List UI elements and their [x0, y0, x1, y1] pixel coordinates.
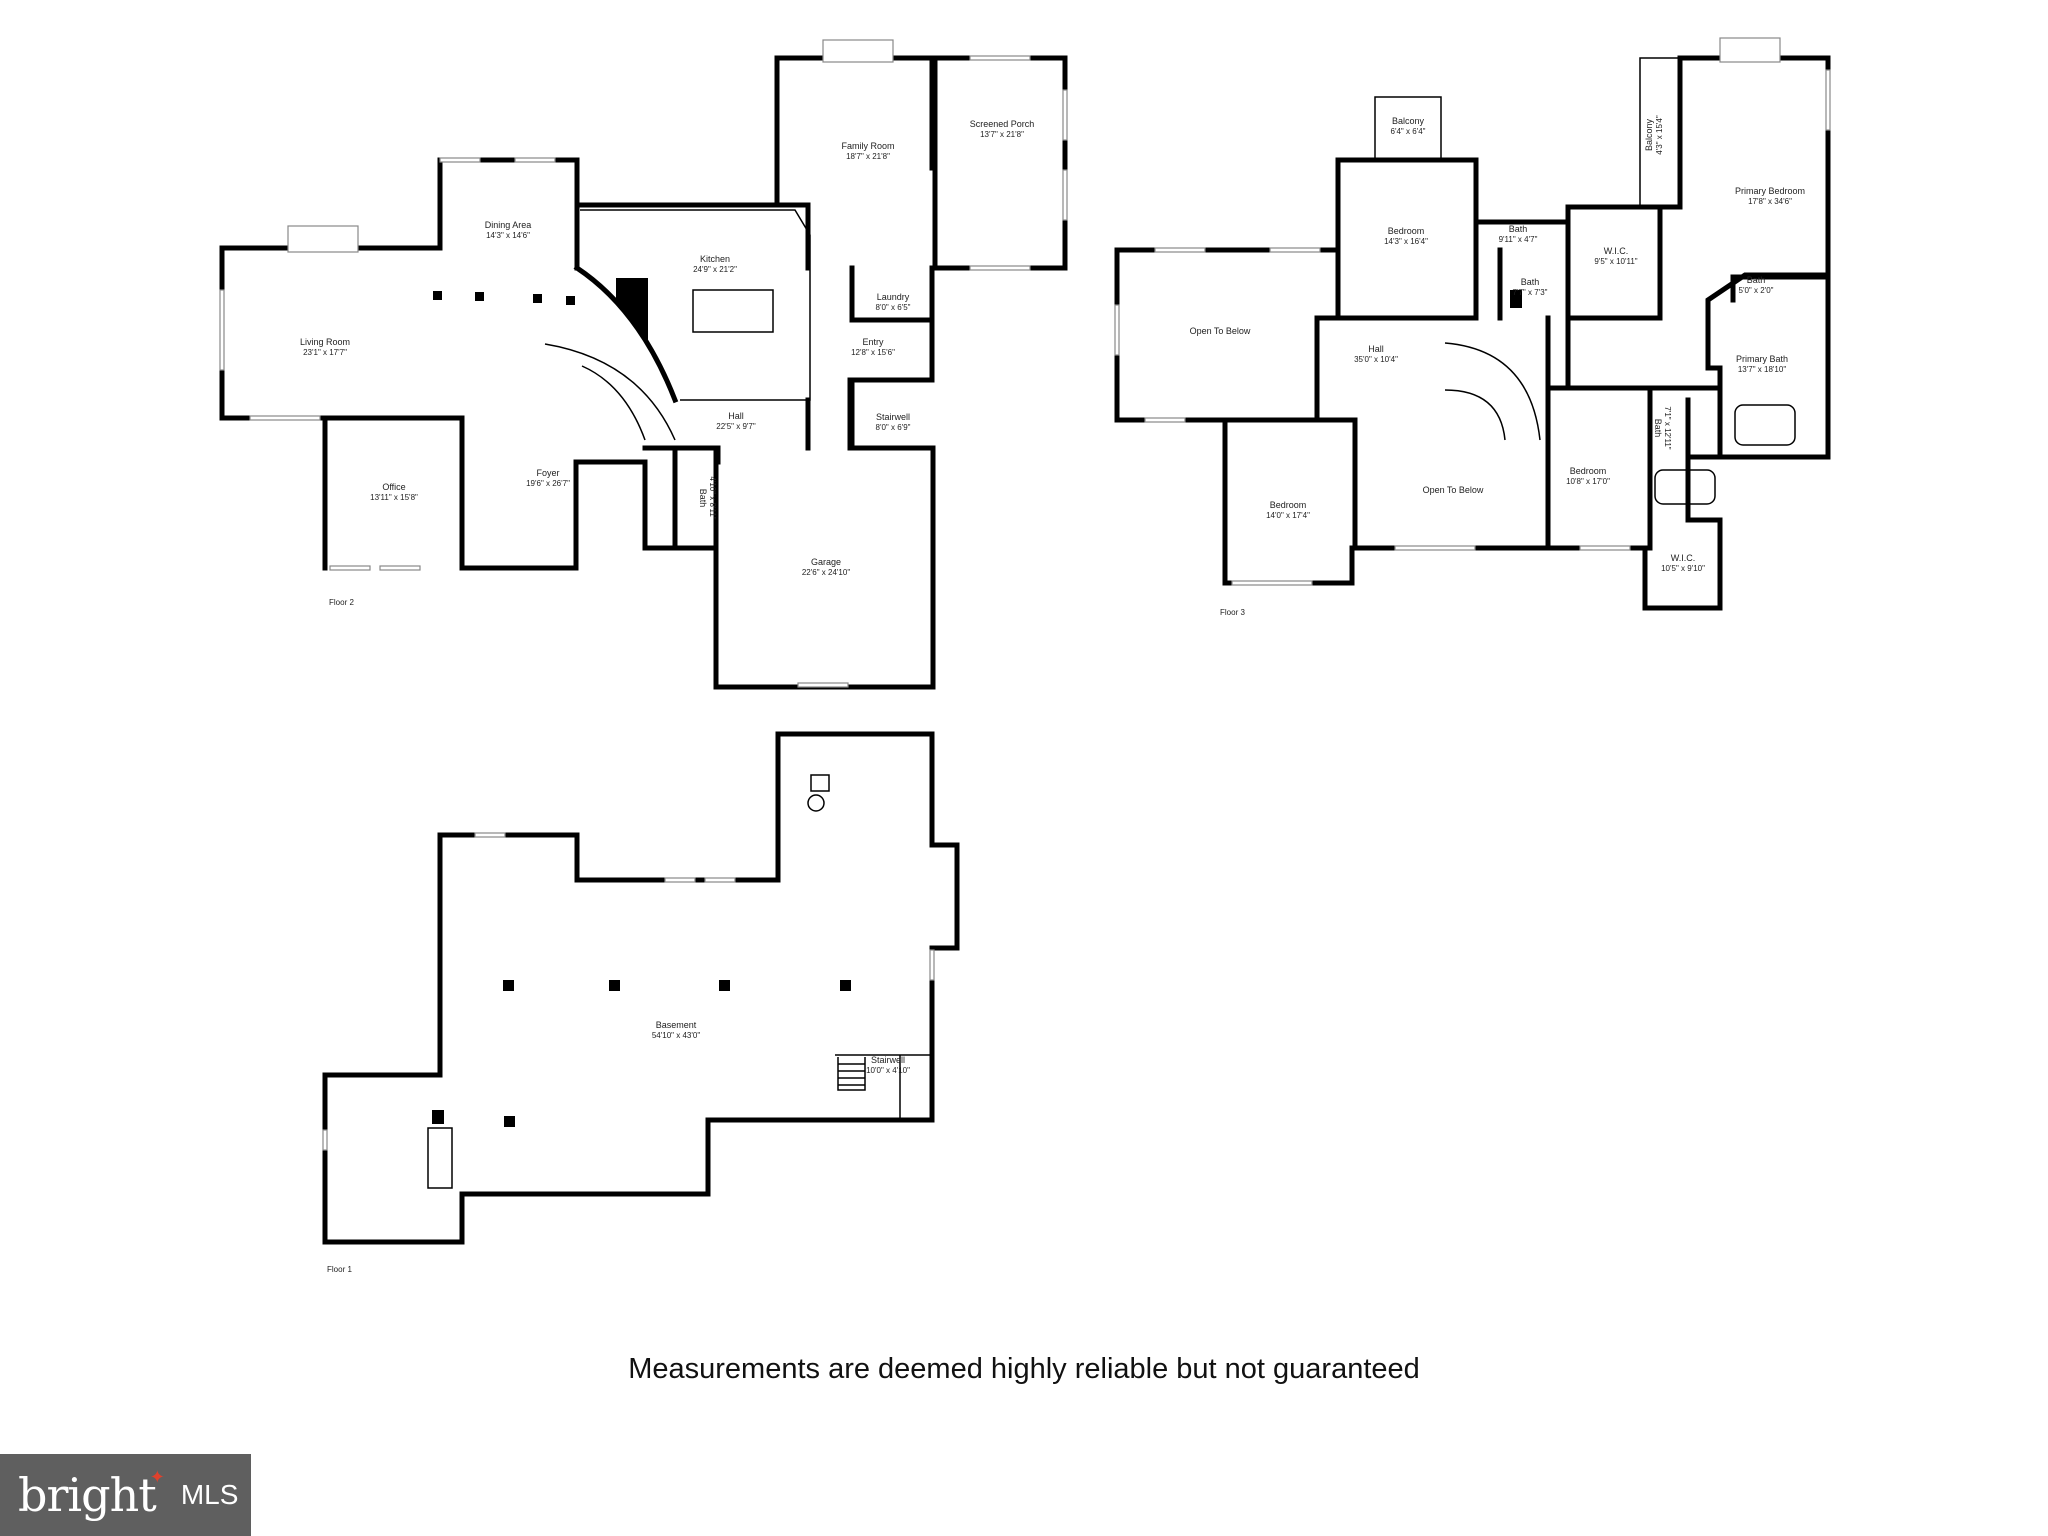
svg-text:7'1" x 12'11": 7'1" x 12'11"	[1663, 406, 1672, 449]
svg-text:8'0" x 6'9": 8'0" x 6'9"	[876, 423, 911, 432]
svg-text:Bath: Bath	[1521, 277, 1540, 287]
svg-text:8'0" x 6'5": 8'0" x 6'5"	[876, 303, 911, 312]
svg-text:35'0" x 10'4": 35'0" x 10'4"	[1354, 355, 1398, 364]
floor-2-interior-walls	[322, 165, 938, 571]
mechanical-unit	[810, 774, 830, 792]
fireplace	[1719, 37, 1781, 63]
svg-text:Bedroom: Bedroom	[1388, 226, 1425, 236]
svg-text:Bath: Bath	[1653, 419, 1663, 438]
svg-text:Primary Bedroom: Primary Bedroom	[1735, 186, 1805, 196]
svg-text:Balcony: Balcony	[1392, 116, 1425, 126]
svg-text:Hall: Hall	[728, 411, 744, 421]
balcony-side	[1639, 57, 1681, 208]
svg-text:Stairwell: Stairwell	[871, 1055, 905, 1065]
svg-text:Bath: Bath	[698, 489, 708, 508]
svg-text:12'8" x 15'6": 12'8" x 15'6"	[851, 348, 895, 357]
svg-text:Screened Porch: Screened Porch	[970, 119, 1035, 129]
basement-stairwell	[835, 1054, 932, 1120]
fireplace	[287, 225, 359, 253]
svg-text:22'5" x 9'7": 22'5" x 9'7"	[716, 422, 756, 431]
svg-text:Bath: Bath	[1509, 224, 1528, 234]
svg-text:Living Room: Living Room	[300, 337, 350, 347]
svg-text:Garage: Garage	[811, 557, 841, 567]
svg-text:Kitchen: Kitchen	[700, 254, 730, 264]
svg-text:Office: Office	[382, 482, 405, 492]
svg-text:Stairwell: Stairwell	[876, 412, 910, 422]
svg-text:13'7" x 21'8": 13'7" x 21'8"	[980, 130, 1024, 139]
floor-1-columns	[432, 980, 851, 1127]
svg-text:Family Room: Family Room	[841, 141, 894, 151]
soaking-tub	[1734, 404, 1796, 446]
floor-3-curved-stair	[1444, 342, 1541, 441]
svg-text:10'8" x 17'0": 10'8" x 17'0"	[1566, 477, 1610, 486]
svg-text:Dining Area: Dining Area	[485, 220, 532, 230]
logo-suffix: MLS	[180, 1479, 239, 1510]
balcony-small	[1374, 96, 1442, 161]
svg-text:Bedroom: Bedroom	[1570, 466, 1607, 476]
svg-text:9'5" x 10'11": 9'5" x 10'11"	[1594, 257, 1637, 266]
fireplace	[822, 39, 894, 63]
floor-2-exterior-walls	[219, 55, 1068, 690]
floor-2-curved-stair	[544, 343, 676, 441]
floor-2-windows	[219, 55, 1068, 688]
svg-text:19'6" x 26'7": 19'6" x 26'7"	[526, 479, 570, 488]
floor-1-windows	[322, 832, 935, 1151]
logo-star-icon: ✦	[149, 1466, 165, 1487]
svg-text:13'7" x 18'10": 13'7" x 18'10"	[1738, 365, 1786, 374]
svg-text:Bath: Bath	[1747, 275, 1766, 285]
floor-1-exterior-walls	[322, 731, 960, 1245]
svg-text:Bedroom: Bedroom	[1270, 500, 1307, 510]
svg-text:Hall: Hall	[1368, 344, 1384, 354]
svg-text:Basement: Basement	[656, 1020, 697, 1030]
svg-text:Laundry: Laundry	[877, 292, 910, 302]
basement-shelf	[427, 1127, 453, 1189]
floor-2-columns	[433, 278, 648, 340]
floor-3-windows	[1114, 69, 1831, 586]
svg-text:22'6" x 24'10": 22'6" x 24'10"	[802, 568, 850, 577]
bathtub	[1654, 469, 1716, 505]
svg-text:14'3" x 16'4": 14'3" x 16'4"	[1384, 237, 1428, 246]
svg-text:Floor 3: Floor 3	[1220, 608, 1245, 617]
svg-text:10'0" x 4'10": 10'0" x 4'10"	[866, 1066, 910, 1075]
svg-text:Open To Below: Open To Below	[1423, 485, 1484, 495]
svg-text:23'1" x 17'7": 23'1" x 17'7"	[303, 348, 347, 357]
svg-text:Open To Below: Open To Below	[1190, 326, 1251, 336]
svg-text:5'0" x 2'0": 5'0" x 2'0"	[1739, 286, 1774, 295]
svg-text:Entry: Entry	[862, 337, 884, 347]
svg-text:14'0" x 17'4": 14'0" x 17'4"	[1266, 511, 1310, 520]
svg-text:W.I.C.: W.I.C.	[1671, 553, 1696, 563]
bright-mls-logo: bright ✦ MLS	[0, 1454, 251, 1536]
svg-text:Balcony: Balcony	[1644, 118, 1654, 151]
svg-text:W.I.C.: W.I.C.	[1604, 246, 1629, 256]
svg-text:6'4" x 6'4": 6'4" x 6'4"	[1391, 127, 1426, 136]
svg-text:Foyer: Foyer	[536, 468, 559, 478]
floor-3-interior-walls	[1222, 204, 1831, 551]
svg-text:7'7" x 7'3": 7'7" x 7'3"	[1513, 288, 1548, 297]
svg-text:4'10" x 8'11": 4'10" x 8'11"	[708, 476, 717, 519]
svg-text:4'3" x 15'4": 4'3" x 15'4"	[1655, 115, 1664, 155]
svg-text:Floor 1: Floor 1	[327, 1265, 352, 1274]
svg-text:10'5" x 9'10": 10'5" x 9'10"	[1661, 564, 1705, 573]
logo-wordmark: bright	[18, 1468, 157, 1522]
svg-text:18'7" x 21'8": 18'7" x 21'8"	[846, 152, 890, 161]
svg-text:54'10" x 43'0": 54'10" x 43'0"	[652, 1031, 700, 1040]
svg-text:Primary Bath: Primary Bath	[1736, 354, 1788, 364]
svg-text:24'9" x 21'2": 24'9" x 21'2"	[693, 265, 737, 274]
kitchen-island	[692, 289, 774, 333]
svg-text:14'3" x 14'6": 14'3" x 14'6"	[486, 231, 530, 240]
svg-text:17'8" x 34'6": 17'8" x 34'6"	[1748, 197, 1792, 206]
svg-text:13'11" x 15'8": 13'11" x 15'8"	[370, 493, 418, 502]
svg-text:Floor 2: Floor 2	[329, 598, 354, 607]
svg-text:9'11" x 4'7": 9'11" x 4'7"	[1499, 235, 1538, 244]
measurement-disclaimer: Measurements are deemed highly reliable …	[628, 1353, 1420, 1385]
